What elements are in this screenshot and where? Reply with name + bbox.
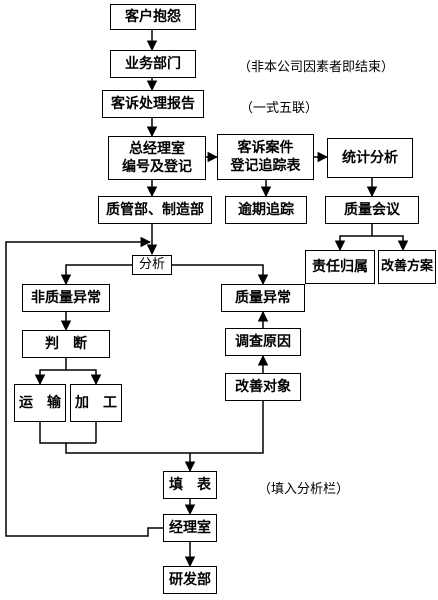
non-quality-abnormal-node: 非质量异常: [22, 284, 110, 312]
complaint-node: 客户抱怨: [110, 4, 196, 30]
analysis-node: 分析: [132, 255, 172, 275]
arrow-judge-to-process: [66, 369, 102, 386]
arrow-meeting-branch-right: [372, 235, 409, 252]
arrow-manager-feedback-loop: [5, 236, 163, 537]
rd-department-node: 研发部: [163, 566, 217, 594]
arrow-analysis-to-non-quality: [60, 264, 132, 286]
transport-node: 运 输: [14, 384, 66, 422]
tracking-table-node: 客诉案件 登记追踪表: [217, 134, 314, 180]
quality-abnormal-node: 质量异常: [221, 284, 305, 312]
five-copies-note: （一式五联）: [240, 101, 319, 116]
judge-node: 判 断: [22, 330, 110, 358]
arrow-analysis-to-quality: [172, 264, 269, 286]
gm-office-register-node: 总经理室 编号及登记: [108, 136, 206, 180]
overdue-tracking-node: 逾期追踪: [225, 196, 307, 224]
fill-analysis-note: （填入分析栏）: [258, 482, 350, 497]
responsibility-node: 责任归属: [305, 250, 375, 284]
line-transport-down: [39, 422, 96, 444]
complaint-report-node: 客诉处理报告: [102, 90, 204, 118]
sales-department-node: 业务部门: [110, 50, 196, 78]
investigate-cause-node: 调查原因: [225, 328, 301, 356]
statistics-node: 统计分析: [327, 138, 413, 178]
line-merge-bottom: [65, 401, 264, 454]
qc-manufacturing-node: 质管部、制造部: [98, 196, 212, 224]
arrow-judge-to-transport: [34, 358, 67, 386]
quality-meeting-node: 质量会议: [325, 196, 419, 224]
fill-form-node: 填 表: [163, 471, 217, 499]
non-company-factor-note: （非本公司因素者即结束）: [238, 60, 395, 75]
process-node: 加 工: [70, 384, 122, 422]
arrow-meeting-branch-left: [334, 224, 373, 252]
improve-target-node: 改善对象: [225, 373, 301, 401]
manager-office-node: 经理室: [163, 514, 217, 542]
improvement-plan-node: 改善方案: [378, 250, 436, 284]
